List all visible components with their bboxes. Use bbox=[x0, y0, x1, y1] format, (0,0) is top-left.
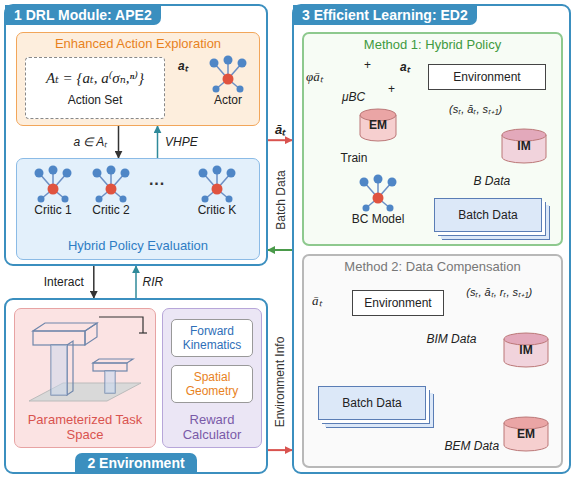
node-text: Critic 2 bbox=[92, 203, 129, 217]
process-box: Spatial Geometry bbox=[171, 365, 253, 403]
method-box: Method 1: Hybrid PolicyEnvironmentEM BC M… bbox=[302, 32, 563, 246]
batch-stack: Batch Data bbox=[434, 198, 542, 232]
annotation-label: + bbox=[388, 82, 395, 96]
node-text: IM bbox=[517, 139, 530, 153]
edge-label: (sₜ, āₜ, sₜ₊₁) bbox=[449, 102, 502, 116]
edge-label: (sₜ, āₜ, rₜ, sₜ₊₁) bbox=[466, 285, 532, 299]
node-text: 2 Environment bbox=[75, 453, 196, 473]
network-icon bbox=[91, 165, 131, 203]
node-text: Method 2: Data Compensation bbox=[344, 259, 520, 274]
edge-label: Train bbox=[341, 151, 368, 165]
network-icon bbox=[208, 55, 248, 93]
batch-stack: Batch Data bbox=[318, 386, 426, 420]
node-text: Reward Calculator bbox=[163, 412, 261, 442]
node-text: Critic K bbox=[198, 203, 237, 217]
node-text: 3 Efficient Learning: ED2 bbox=[293, 5, 477, 25]
node-text: Batch Data bbox=[458, 208, 517, 222]
environment-box: Environment bbox=[352, 290, 444, 316]
annotation-label: ··· bbox=[149, 177, 165, 191]
edge-label: aₜ bbox=[178, 59, 188, 73]
annotation-label: φāₜ bbox=[306, 70, 323, 84]
edge-label: Interact bbox=[44, 275, 84, 289]
connector-arrow bbox=[268, 249, 292, 251]
connector-arrow bbox=[268, 449, 292, 451]
annotation-label: aₜ bbox=[400, 60, 410, 74]
learning-panel: 3 Efficient Learning: ED2Method 1: Hybri… bbox=[292, 4, 571, 474]
node-text: Parameterized Task Space bbox=[15, 412, 155, 442]
node-text: Enhanced Action Exploration bbox=[55, 36, 221, 51]
critic-network: Critic 1 bbox=[25, 165, 81, 227]
memory-cylinder: IM bbox=[502, 332, 550, 368]
network-icon bbox=[33, 165, 73, 203]
node-text: Environment bbox=[364, 296, 431, 310]
node-text: Batch Data bbox=[342, 396, 401, 410]
connector-arrow bbox=[135, 266, 137, 298]
node-text: Aₜ = {aₜ, a⁽σₙ,ⁿ⁾} bbox=[46, 69, 144, 87]
node-text: EM bbox=[369, 118, 387, 132]
actor-network: Actor bbox=[201, 55, 255, 121]
edge-label: VHPE bbox=[165, 135, 198, 149]
node-text: Method 1: Hybrid Policy bbox=[364, 37, 501, 52]
node-text: Environment bbox=[453, 70, 520, 84]
environment-panel: 2 EnvironmentParameterized Task SpaceRew… bbox=[4, 298, 268, 474]
task-space-box: Parameterized Task Space bbox=[14, 308, 156, 448]
node-text: EM bbox=[517, 427, 535, 441]
exploration-box: Enhanced Action Exploration Aₜ = {aₜ, a⁽σ… bbox=[16, 32, 260, 126]
module-panel: 1 DRL Module: APE2Enhanced Action Explor… bbox=[4, 4, 268, 266]
node-text: Hybrid Policy Evaluation bbox=[68, 238, 208, 253]
node-text: Critic 1 bbox=[34, 203, 71, 217]
edge-label: āₜ bbox=[275, 123, 285, 137]
annotation-label: āₜ bbox=[312, 294, 322, 308]
network-icon bbox=[358, 174, 398, 212]
node-text: Actor bbox=[214, 93, 242, 107]
critic-network: Critic K bbox=[189, 165, 245, 227]
task-space-illustration bbox=[15, 309, 153, 409]
bc-model-network: BC Model bbox=[348, 174, 408, 232]
connector-arrow bbox=[118, 126, 120, 158]
node-text: Forward Kinematics bbox=[172, 324, 252, 352]
annotation-label: μBC bbox=[342, 90, 365, 104]
memory-cylinder: EM bbox=[358, 108, 398, 142]
edge-label: a ∈ Aₜ bbox=[73, 135, 107, 149]
action-set-box: Aₜ = {aₜ, a⁽σₙ,ⁿ⁾} Action Set bbox=[25, 57, 165, 119]
reward-box: Reward Calculator Forward KinematicsSpati… bbox=[162, 308, 262, 448]
node-text: 1 DRL Module: APE2 bbox=[5, 5, 161, 25]
node-text: IM bbox=[519, 343, 532, 357]
edge-label: BEM Data bbox=[444, 439, 499, 453]
memory-cylinder: EM bbox=[502, 416, 550, 452]
connector-arrow bbox=[93, 266, 95, 298]
network-icon bbox=[197, 165, 237, 203]
edge-label: BIM Data bbox=[426, 332, 476, 346]
evaluation-box: Hybrid Policy Evaluation Critic 1 Critic 2… bbox=[16, 158, 260, 260]
connector-arrow bbox=[157, 126, 159, 158]
edge-label: Batch Data bbox=[273, 170, 287, 229]
annotation-label: + bbox=[364, 58, 371, 72]
edge-label: RIR bbox=[143, 275, 164, 289]
node-text: BC Model bbox=[352, 212, 405, 226]
edge-label: Environment Info bbox=[273, 337, 287, 428]
node-text: Action Set bbox=[68, 93, 123, 107]
process-box: Forward Kinematics bbox=[171, 319, 253, 357]
environment-box: Environment bbox=[428, 64, 546, 90]
critic-network: Critic 2 bbox=[83, 165, 139, 227]
memory-cylinder: IM bbox=[500, 128, 548, 164]
edge-label: B Data bbox=[474, 174, 511, 188]
node-text: Spatial Geometry bbox=[172, 370, 252, 398]
connector-arrow bbox=[268, 139, 292, 141]
